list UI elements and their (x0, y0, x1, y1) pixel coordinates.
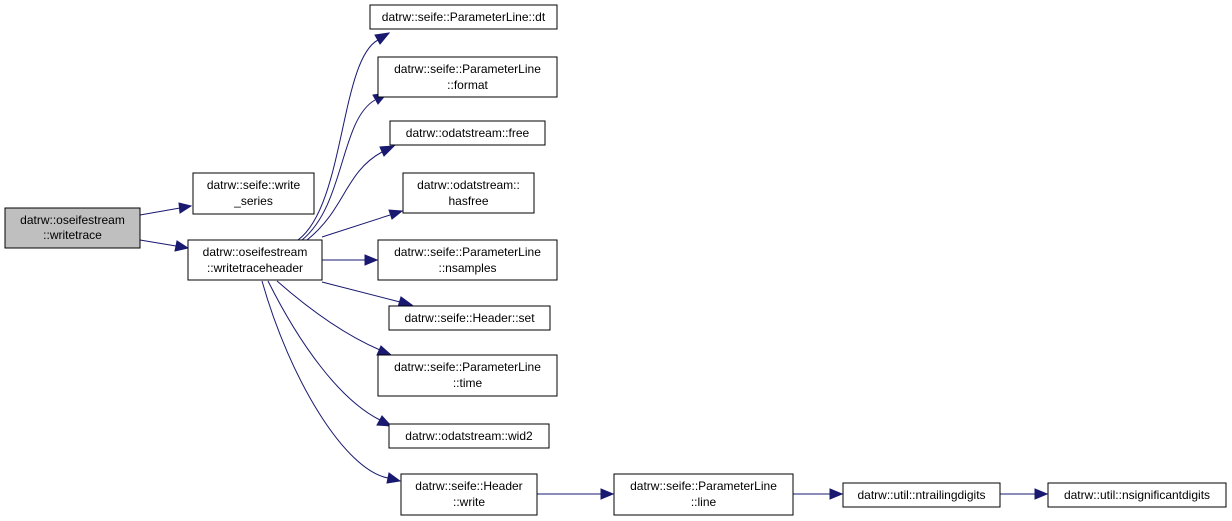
edge-writetraceheader-to-format (301, 92, 389, 241)
node-oseifestream-writetrace[interactable]: datrw::oseifestream ::writetrace (4, 207, 141, 249)
edge-writetraceheader-to-nsamples (322, 254, 379, 266)
node-parameterline-format[interactable]: datrw::seife::ParameterLine ::format (377, 56, 558, 98)
node-label-line-1: datrw::seife::ParameterLine (394, 245, 541, 259)
edge-writetraceheader-to-dt (297, 32, 391, 241)
node-label-line-2: ::nsamples (438, 261, 496, 275)
node-label-line-2: hasfree (448, 194, 488, 208)
node-label-line-2: _series (233, 194, 273, 208)
node-parameterline-time[interactable]: datrw::seife::ParameterLine ::time (377, 354, 558, 397)
node-seife-write-series[interactable]: datrw::seife::write _series (192, 172, 315, 215)
node-label-line-2: ::time (453, 376, 483, 390)
node-odatstream-wid2[interactable]: datrw::odatstream::wid2 (388, 423, 550, 449)
edge-line-to-ntrailingdigits (793, 488, 844, 500)
edge-writetrace-to-writetraceheader (139, 239, 190, 252)
node-label: datrw::odatstream::free (406, 126, 530, 140)
edge-writetraceheader-to-header-write (261, 280, 402, 484)
node-label-line-1: datrw::seife::ParameterLine (394, 62, 541, 76)
node-label-line-1: datrw::oseifestream (203, 245, 308, 259)
node-header-write[interactable]: datrw::seife::Header ::write (400, 473, 538, 516)
node-label: datrw::seife::Header::set (404, 311, 535, 325)
node-label-line-1: datrw::seife::ParameterLine (394, 360, 541, 374)
node-label: datrw::seife::ParameterLine::dt (382, 10, 546, 24)
edge-writetraceheader-to-header-set (321, 281, 414, 308)
node-label: datrw::odatstream::wid2 (405, 429, 533, 443)
node-label-line-2: ::write (453, 495, 485, 509)
node-label-line-1: datrw::oseifestream (20, 213, 125, 227)
node-util-ntrailingdigits[interactable]: datrw::util::ntrailingdigits (842, 482, 1001, 508)
node-label-line-1: datrw::seife::Header (415, 479, 522, 493)
edge-writetraceheader-to-wid2 (267, 280, 393, 427)
node-label-line-1: datrw::odatstream:: (417, 178, 520, 192)
node-parameterline-dt[interactable]: datrw::seife::ParameterLine::dt (369, 4, 558, 30)
edge-header-write-to-line (537, 488, 615, 500)
node-label-line-2: ::line (691, 495, 717, 509)
node-label-line-2: ::writetraceheader (207, 261, 303, 275)
node-label-line-1: datrw::seife::ParameterLine (630, 479, 777, 493)
node-parameterline-line[interactable]: datrw::seife::ParameterLine ::line (613, 473, 794, 516)
node-label-line-2: ::format (447, 78, 488, 92)
edge-writetraceheader-to-hasfree (321, 209, 404, 238)
node-header-set[interactable]: datrw::seife::Header::set (388, 305, 551, 331)
node-util-nsignificantdigits[interactable]: datrw::util::nsignificantdigits (1047, 482, 1227, 508)
node-odatstream-hasfree[interactable]: datrw::odatstream:: hasfree (402, 172, 535, 214)
node-label: datrw::util::nsignificantdigits (1064, 488, 1210, 502)
node-odatstream-free[interactable]: datrw::odatstream::free (389, 120, 546, 146)
edge-writetraceheader-to-free (306, 145, 396, 241)
edge-writetraceheader-to-time (276, 280, 393, 356)
edge-ntrailingdigits-to-nsignificantdigits (1000, 488, 1049, 500)
node-oseifestream-writetraceheader[interactable]: datrw::oseifestream ::writetraceheader (187, 239, 323, 281)
edge-writetrace-to-write-series (139, 202, 193, 216)
node-label: datrw::util::ntrailingdigits (857, 488, 985, 502)
node-label-line-2: ::writetrace (43, 228, 102, 242)
node-label-line-1: datrw::seife::write (207, 178, 301, 192)
node-parameterline-nsamples[interactable]: datrw::seife::ParameterLine ::nsamples (377, 239, 558, 281)
